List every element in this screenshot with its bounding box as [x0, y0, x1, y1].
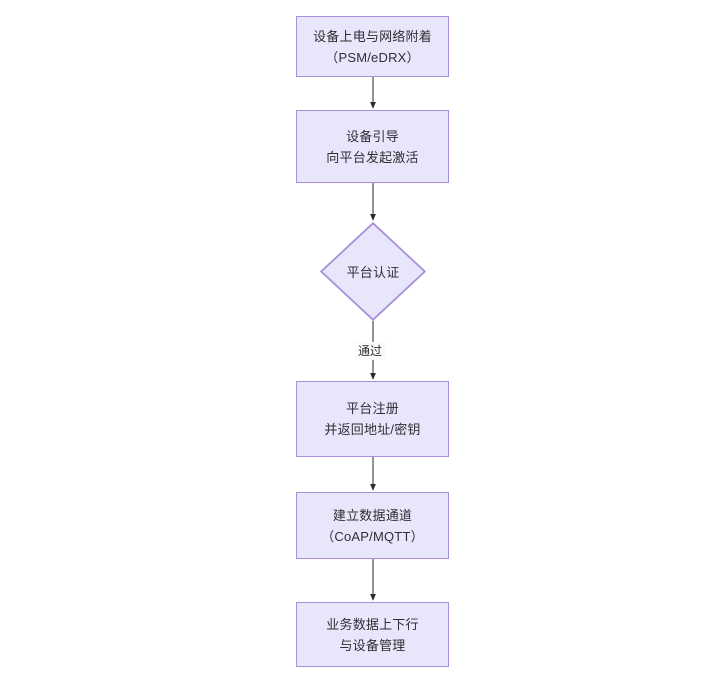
node-data-channel[interactable]: 建立数据通道 （CoAP/MQTT） — [296, 492, 449, 559]
node-service-data[interactable]: 业务数据上下行 与设备管理 — [296, 602, 449, 667]
node-bootstrap[interactable]: 设备引导 向平台发起激活 — [296, 110, 449, 183]
node-bootstrap-label: 设备引导 向平台发起激活 — [326, 128, 419, 165]
edge-label-pass: 通过 — [355, 342, 386, 360]
node-power-on-label: 设备上电与网络附着 （PSM/eDRX） — [313, 28, 432, 65]
node-platform-auth-label: 平台认证 — [346, 265, 400, 280]
node-power-on[interactable]: 设备上电与网络附着 （PSM/eDRX） — [296, 16, 449, 77]
diamond-shape-icon — [320, 222, 426, 321]
node-platform-register-label: 平台注册 并返回地址/密钥 — [324, 401, 421, 437]
node-data-channel-label: 建立数据通道 （CoAP/MQTT） — [321, 507, 424, 544]
node-service-data-label: 业务数据上下行 与设备管理 — [326, 616, 419, 653]
node-platform-register[interactable]: 平台注册 并返回地址/密钥 — [296, 381, 449, 457]
node-platform-auth-decision[interactable]: 平台认证 — [320, 222, 426, 321]
